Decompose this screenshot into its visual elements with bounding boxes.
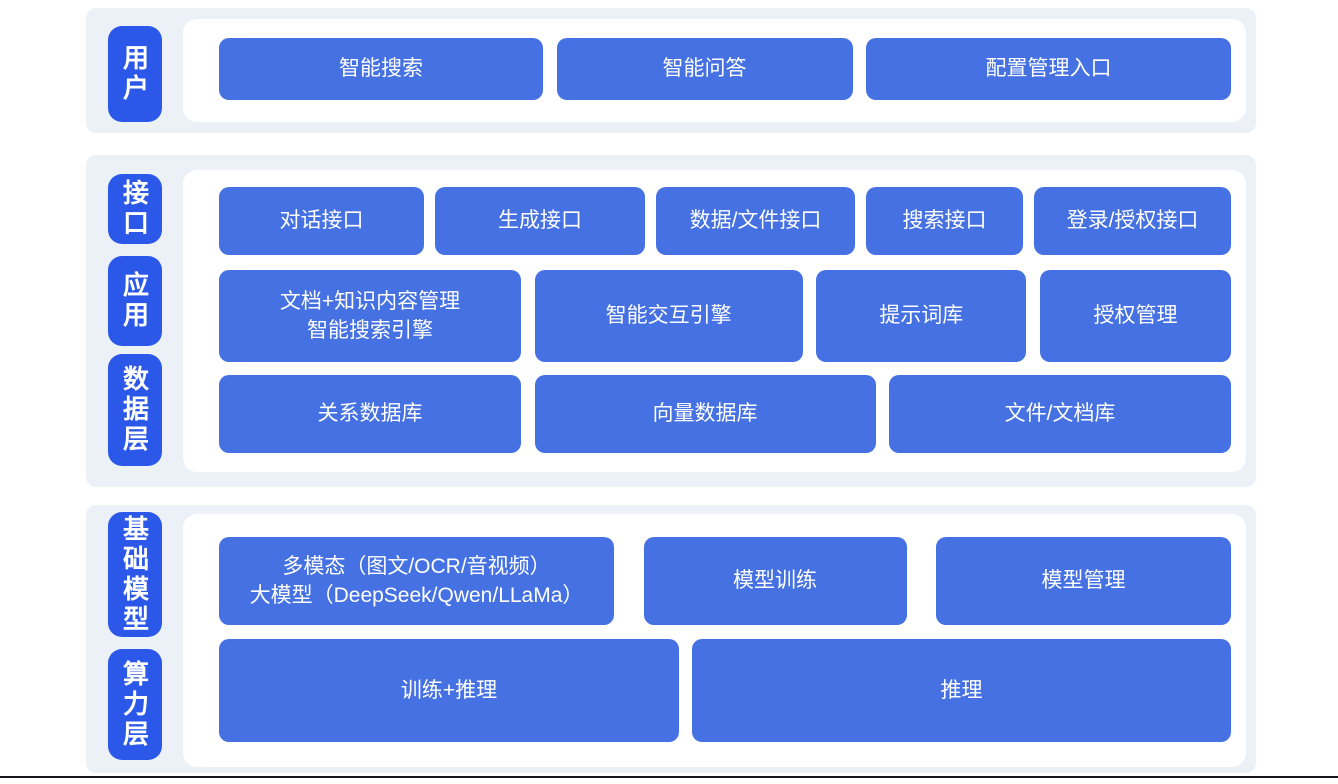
- box-row: 智能搜索 智能问答 配置管理入口: [219, 38, 1231, 100]
- box-row-applications: 文档+知识内容管理 智能搜索引擎 智能交互引擎 提示词库 授权管理: [219, 270, 1231, 362]
- pill-compute-layer: 算力层: [107, 649, 162, 760]
- box-label: 文件/文档库: [1004, 402, 1116, 426]
- box-label: 模型管理: [1041, 569, 1126, 593]
- box-label: 生成接口: [498, 209, 582, 233]
- bottom-divider-line: [0, 776, 1338, 778]
- box-model-training: 模型训练: [643, 537, 907, 625]
- box-label: 向量数据库: [652, 402, 758, 426]
- layer-label-column: 接口 应用 数据层: [86, 155, 183, 487]
- box-row-interfaces: 对话接口 生成接口 数据/文件接口 搜索接口 登录/授权接口: [219, 187, 1231, 255]
- layer-label-text: 用户: [119, 44, 150, 104]
- box-prompt-library: 提示词库: [816, 270, 1027, 362]
- box-label-line2: 大模型（DeepSeek/Qwen/LLaMa）: [249, 584, 584, 607]
- layer-label-column: 用户: [86, 8, 183, 133]
- layer-label-text: 基础模型: [119, 514, 150, 635]
- box-dialog-api: 对话接口: [219, 187, 424, 255]
- box-doc-knowledge-search-engine: 文档+知识内容管理 智能搜索引擎: [219, 270, 521, 362]
- box-smart-interaction-engine: 智能交互引擎: [534, 270, 803, 362]
- box-config-management-entry: 配置管理入口: [866, 38, 1231, 100]
- pill-interface-layer: 接口: [107, 174, 162, 244]
- box-auth-management: 授权管理: [1039, 270, 1231, 362]
- box-search-api: 搜索接口: [866, 187, 1023, 255]
- layer-label-column: 基础模型 算力层: [86, 505, 183, 773]
- content-panel: 智能搜索 智能问答 配置管理入口: [183, 19, 1246, 122]
- box-file-doc-store: 文件/文档库: [889, 375, 1231, 453]
- pill-user-layer: 用户: [107, 26, 162, 122]
- layer-label-text: 算力层: [119, 659, 150, 750]
- layer-label-text: 数据层: [119, 365, 150, 455]
- box-row-compute: 训练+推理 推理: [219, 639, 1231, 742]
- box-label: 搜索接口: [902, 209, 987, 233]
- box-relational-db: 关系数据库: [219, 375, 521, 453]
- box-smart-search: 智能搜索: [219, 38, 543, 100]
- box-label: 训练+推理: [400, 678, 498, 702]
- box-label-line1: 多模态（图文/OCR/音视频）: [282, 554, 551, 578]
- content-panel: 多模态（图文/OCR/音视频） 大模型（DeepSeek/Qwen/LLaMa）…: [183, 514, 1246, 767]
- box-inference: 推理: [692, 639, 1231, 742]
- box-row-data-stores: 关系数据库 向量数据库 文件/文档库: [219, 375, 1231, 453]
- box-label-line2: 智能搜索引擎: [307, 319, 433, 342]
- box-label: 数据/文件接口: [689, 209, 822, 233]
- box-row-models: 多模态（图文/OCR/音视频） 大模型（DeepSeek/Qwen/LLaMa）…: [219, 537, 1231, 625]
- pill-data-layer: 数据层: [107, 354, 162, 466]
- box-label: 授权管理: [1093, 304, 1178, 328]
- box-label: 智能搜索: [339, 57, 423, 81]
- box-label: 模型训练: [733, 569, 817, 593]
- box-label: 配置管理入口: [985, 57, 1112, 81]
- box-training-inference: 训练+推理: [219, 639, 679, 742]
- box-label: 登录/授权接口: [1066, 209, 1199, 233]
- box-label: 智能问答: [662, 57, 747, 81]
- box-vector-db: 向量数据库: [534, 375, 876, 453]
- section-interface-application-data: 接口 应用 数据层 对话接口 生成接口 数据/文件接口 搜索接口 登录/授权接口: [86, 155, 1256, 487]
- layer-label-text: 应用: [119, 271, 150, 331]
- section-foundation-compute: 基础模型 算力层 多模态（图文/OCR/音视频） 大模型（DeepSeek/Qw…: [86, 505, 1256, 773]
- box-label: 提示词库: [879, 304, 964, 328]
- box-model-management: 模型管理: [936, 537, 1231, 625]
- box-multimodal-llm: 多模态（图文/OCR/音视频） 大模型（DeepSeek/Qwen/LLaMa）: [219, 537, 614, 625]
- box-login-auth-api: 登录/授权接口: [1034, 187, 1231, 255]
- layer-label-text: 接口: [119, 179, 150, 239]
- box-generation-api: 生成接口: [435, 187, 645, 255]
- box-label-line1: 文档+知识内容管理: [279, 289, 461, 313]
- box-label: 智能交互引擎: [605, 304, 732, 328]
- box-smart-qa: 智能问答: [556, 38, 853, 100]
- pill-foundation-model-layer: 基础模型: [107, 512, 162, 637]
- pill-application-layer: 应用: [107, 256, 162, 346]
- box-data-file-api: 数据/文件接口: [656, 187, 855, 255]
- box-label: 关系数据库: [317, 402, 423, 426]
- box-label: 推理: [940, 678, 983, 702]
- content-panel: 对话接口 生成接口 数据/文件接口 搜索接口 登录/授权接口 文档+知识内容管理…: [183, 170, 1246, 472]
- section-user-layer: 用户 智能搜索 智能问答 配置管理入口: [86, 8, 1256, 133]
- box-label: 对话接口: [279, 209, 364, 233]
